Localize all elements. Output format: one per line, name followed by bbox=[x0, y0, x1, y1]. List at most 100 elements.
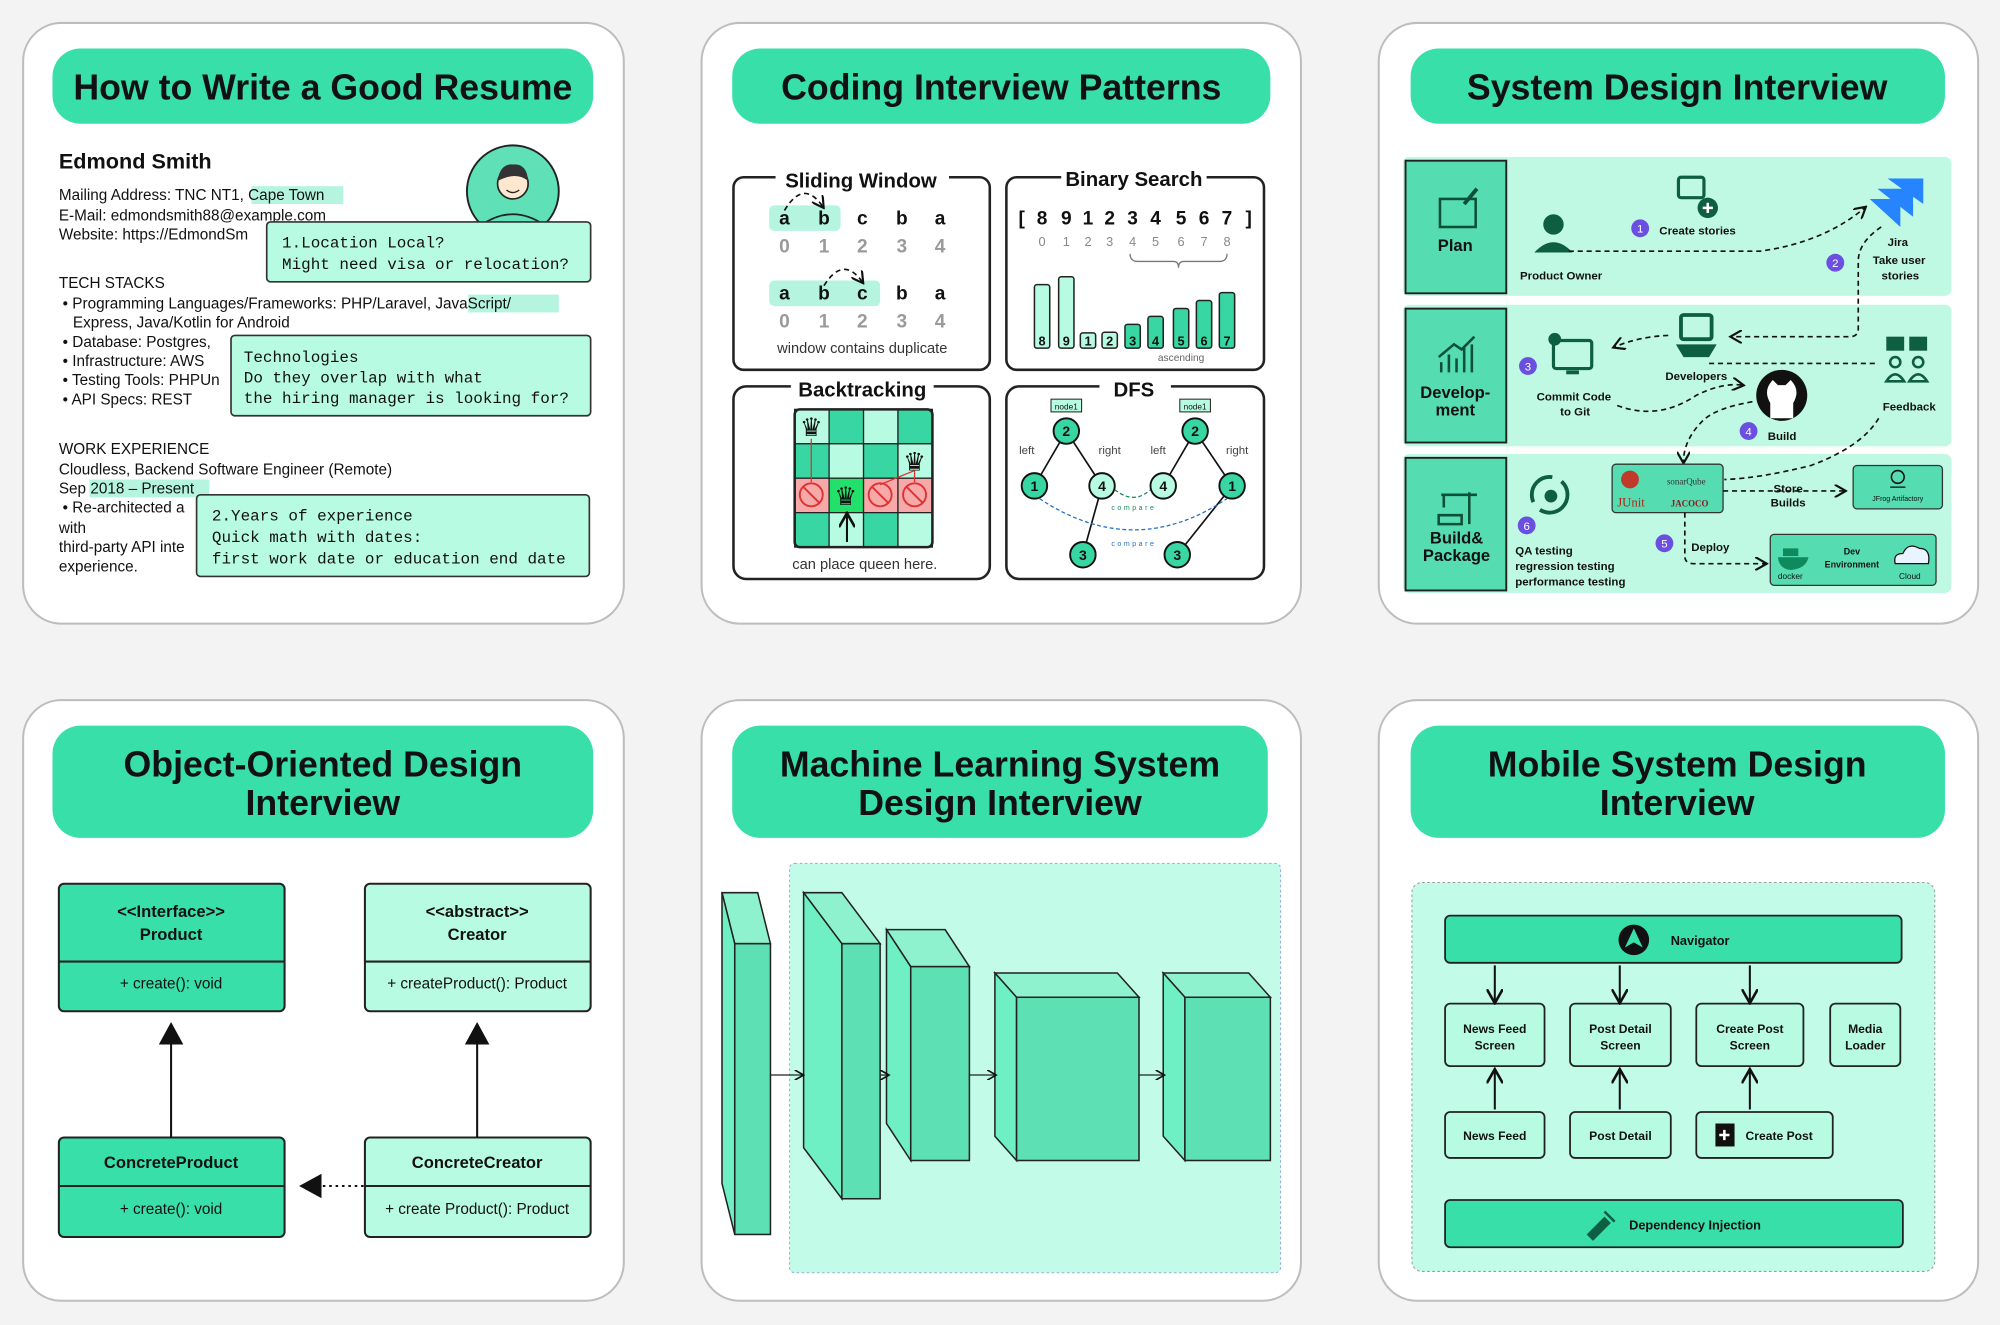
svg-text:Product: Product bbox=[140, 925, 203, 944]
window-index: 0 bbox=[779, 312, 790, 333]
svg-text:+ create(): void: + create(): void bbox=[120, 1201, 222, 1218]
email: E-Mail: edmondsmith88@example.com bbox=[59, 208, 326, 225]
window-letter: a bbox=[779, 208, 790, 229]
right-label: right bbox=[1226, 445, 1249, 457]
svg-text:Package: Package bbox=[1423, 546, 1490, 565]
bar-label: 8 bbox=[1039, 334, 1046, 349]
window-letter: b bbox=[896, 208, 908, 229]
blocked-icon bbox=[798, 482, 824, 508]
window-index: 0 bbox=[779, 237, 790, 258]
note-location: 1.Location Local? Might need visa or rel… bbox=[265, 221, 592, 283]
svg-text:JACOCO: JACOCO bbox=[1671, 498, 1709, 508]
svg-text:Store: Store bbox=[1773, 483, 1802, 495]
stage-development: Develop- ment bbox=[1404, 307, 1508, 444]
card-mobile: Mobile System Design Interview Navigator… bbox=[1377, 699, 1980, 1302]
growth-chart-icon bbox=[1437, 335, 1476, 373]
svg-text:Take user: Take user bbox=[1873, 255, 1926, 267]
svg-text:Build: Build bbox=[1768, 431, 1797, 443]
layer-side-face bbox=[885, 927, 912, 1164]
tree-node bbox=[1020, 472, 1049, 500]
window-letter: b bbox=[818, 284, 830, 305]
node-label-text: node1 bbox=[1184, 402, 1207, 411]
svg-text:<<abstract>>: <<abstract>> bbox=[426, 902, 529, 921]
artifactory-box: JFrog Artifactory bbox=[1852, 464, 1944, 510]
attack-line bbox=[810, 438, 916, 486]
tree-node-value: 4 bbox=[1098, 478, 1106, 494]
svg-text:• Infrastructure: AWS: • Infrastructure: AWS bbox=[63, 353, 205, 370]
resume-name: Edmond Smith bbox=[59, 148, 212, 173]
board-cell bbox=[828, 408, 865, 445]
window-index: 3 bbox=[896, 237, 907, 258]
tree-node bbox=[1052, 417, 1081, 445]
array-value: 1 bbox=[1083, 208, 1094, 229]
window-index: 2 bbox=[857, 237, 868, 258]
board-cell bbox=[828, 477, 865, 514]
window-index: 2 bbox=[857, 312, 868, 333]
tree-node-value: 4 bbox=[1159, 478, 1167, 494]
svg-text:Build&: Build& bbox=[1430, 528, 1483, 547]
array-index: 8 bbox=[1223, 234, 1230, 249]
layer-front-face bbox=[841, 942, 881, 1200]
network-layer bbox=[1161, 971, 1273, 1163]
svg-text:<<Interface>>: <<Interface>> bbox=[117, 902, 225, 921]
bar bbox=[1124, 323, 1142, 349]
board-cell bbox=[828, 443, 865, 479]
array-index: 5 bbox=[1152, 234, 1159, 249]
svg-text:QA testing: QA testing bbox=[1515, 546, 1573, 558]
svg-text:docker: docker bbox=[1778, 572, 1803, 581]
step-number: 4 bbox=[1745, 427, 1752, 439]
array-index: 1 bbox=[1063, 234, 1070, 249]
window-letter: b bbox=[896, 284, 908, 305]
right-label: right bbox=[1099, 445, 1122, 457]
blocked-icon bbox=[906, 486, 923, 504]
screen-label: Screen bbox=[1475, 1039, 1515, 1053]
title-pill bbox=[52, 48, 594, 124]
step-number: 6 bbox=[1523, 521, 1529, 533]
developers-icon bbox=[1675, 313, 1717, 358]
node-label bbox=[1179, 398, 1211, 413]
card-title: Machine Learning System bbox=[780, 745, 1220, 785]
layer-side-face bbox=[721, 892, 736, 1235]
network-layer bbox=[993, 971, 1141, 1163]
window-letter: c bbox=[857, 284, 868, 305]
array-value: 2 bbox=[1104, 208, 1115, 229]
window-index: 4 bbox=[935, 312, 946, 333]
syringe-icon bbox=[1586, 1210, 1616, 1241]
tree-node-value: 3 bbox=[1079, 547, 1087, 563]
node-label-text: node1 bbox=[1055, 402, 1078, 411]
tech-heading: TECH STACKS bbox=[59, 275, 165, 292]
window-index: 4 bbox=[935, 237, 946, 258]
layer-front-face bbox=[733, 942, 772, 1236]
board-cell bbox=[862, 443, 899, 479]
bar bbox=[1079, 332, 1097, 349]
layer-side-face bbox=[802, 890, 843, 1202]
screen-label: Screen bbox=[1730, 1039, 1770, 1053]
svg-text:experience.: experience. bbox=[59, 558, 138, 575]
step-badge bbox=[1826, 253, 1845, 272]
uml-concrete-product: ConcreteProduct + create(): void bbox=[57, 1136, 286, 1239]
array-value: 9 bbox=[1061, 208, 1072, 229]
uml-interface-product: <<Interface>> Product + create(): void bbox=[57, 882, 286, 1013]
network-layer bbox=[885, 927, 971, 1164]
svg-text:JUnit: JUnit bbox=[1617, 495, 1645, 509]
docker-icon bbox=[1777, 548, 1809, 571]
left-label: left bbox=[1150, 445, 1166, 457]
step-badge bbox=[1655, 534, 1674, 553]
bar bbox=[1172, 307, 1190, 349]
plus-icon bbox=[1719, 1129, 1730, 1141]
svg-text:• Database: Postgres,: • Database: Postgres, bbox=[63, 334, 211, 351]
jira-icon bbox=[1869, 178, 1924, 227]
svg-text:DFS: DFS bbox=[1114, 380, 1155, 402]
svg-text:first work date or education e: first work date or education end date bbox=[212, 551, 566, 569]
window-index: 1 bbox=[819, 237, 830, 258]
card-ood: Object-Oriented Design Interview <<Inter… bbox=[22, 699, 625, 1302]
node-label bbox=[1050, 398, 1083, 413]
array-index: 6 bbox=[1178, 234, 1185, 249]
work-heading: WORK EXPERIENCE bbox=[59, 441, 209, 458]
screen-box bbox=[1829, 1002, 1902, 1068]
layer-front-face bbox=[1015, 996, 1140, 1162]
screen-label: Media bbox=[1848, 1022, 1883, 1036]
